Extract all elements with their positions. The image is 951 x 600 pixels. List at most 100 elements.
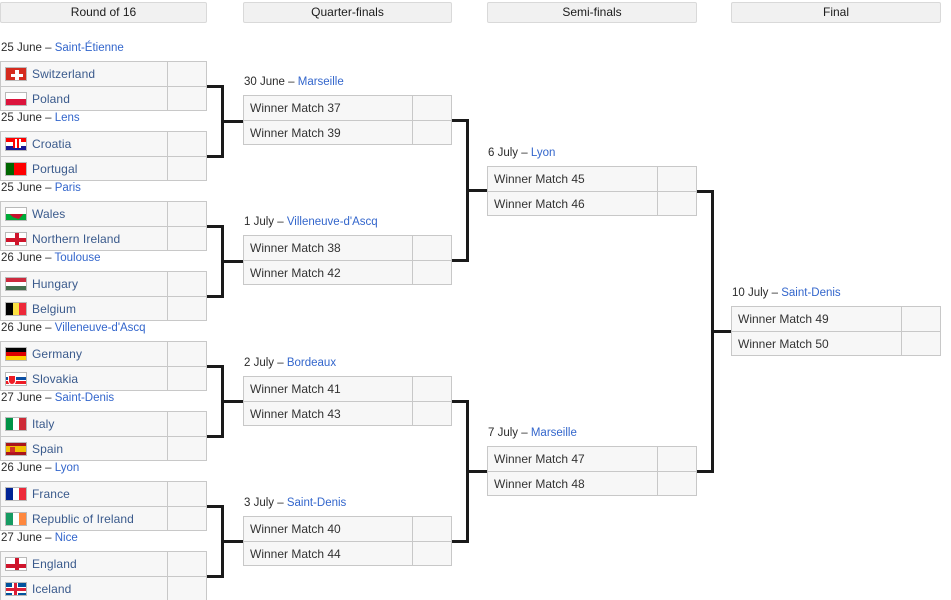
caption-separator: –: [41, 462, 55, 474]
match-venue-link[interactable]: Lyon: [530, 147, 556, 159]
caption-separator: –: [41, 42, 55, 54]
match-venue-link[interactable]: Lyon: [54, 462, 80, 474]
team-cell: Poland: [1, 87, 167, 110]
match-row: Germany: [1, 342, 206, 366]
team-name[interactable]: Republic of Ireland: [32, 511, 134, 526]
match-box-quarter_finals-2: Winner Match 41 Winner Match 43: [243, 376, 452, 426]
team-name[interactable]: Wales: [32, 207, 66, 221]
score-cell: [412, 236, 451, 260]
score-cell: [657, 167, 696, 191]
caption-separator: –: [274, 497, 287, 509]
team-name[interactable]: England: [32, 557, 77, 571]
round-header-3: Final: [731, 2, 941, 23]
match-venue-link[interactable]: Villeneuve-d'Ascq: [54, 322, 146, 334]
match-venue-link[interactable]: Paris: [54, 182, 81, 194]
caption-separator: –: [274, 357, 287, 369]
match-caption-round_of_16-2: 25 June – Paris: [1, 182, 81, 195]
caption-separator: –: [768, 287, 782, 299]
team-name[interactable]: Germany: [32, 347, 83, 361]
team-name[interactable]: Italy: [32, 417, 55, 431]
match-venue-link[interactable]: Saint-Denis: [286, 497, 347, 509]
score-cell: [901, 332, 940, 355]
match-date: 6 July: [488, 147, 519, 159]
r16-to-qf-top-2: [207, 365, 223, 368]
score-cell: [167, 87, 206, 110]
qf-to-sf-top-0: [452, 119, 468, 122]
team-name[interactable]: Northern Ireland: [32, 231, 121, 246]
team-cell: England: [1, 552, 167, 576]
match-row: Winner Match 38: [244, 236, 451, 260]
qf-to-sf-bottom-0: [452, 259, 468, 262]
team-cell: Winner Match 49: [732, 307, 901, 331]
match-venue-link[interactable]: Saint-Denis: [54, 392, 115, 404]
match-date: 3 July: [244, 497, 275, 509]
score-cell: [412, 517, 451, 541]
match-row: Winner Match 46: [488, 191, 696, 215]
match-venue-link[interactable]: Saint-Étienne: [54, 42, 124, 54]
team-cell: Winner Match 41: [244, 377, 412, 401]
team-cell: Republic of Ireland: [1, 507, 167, 530]
team-name[interactable]: Switzerland: [32, 67, 96, 81]
flag-icon: [5, 231, 27, 246]
team-name[interactable]: France: [32, 487, 70, 501]
match-row: Winner Match 50: [732, 331, 940, 355]
team-name: Winner Match 42: [250, 265, 341, 280]
flag-icon: [5, 67, 27, 81]
match-date: 27 June: [1, 532, 42, 544]
r16-to-qf-bottom-1: [207, 295, 223, 298]
match-caption-round_of_16-1: 25 June – Lens: [1, 112, 80, 125]
team-name[interactable]: Hungary: [32, 277, 79, 291]
score-cell: [167, 507, 206, 530]
qf-to-sf-stub-0: [466, 189, 487, 192]
team-name[interactable]: Croatia: [32, 137, 72, 151]
match-venue-link[interactable]: Bordeaux: [286, 357, 337, 369]
match-date: 25 June: [1, 182, 42, 194]
r16-to-qf-stub-2: [221, 400, 243, 403]
score-cell: [167, 297, 206, 320]
r16-to-qf-bottom-2: [207, 435, 223, 438]
team-name[interactable]: Iceland: [32, 581, 72, 596]
caption-separator: –: [41, 182, 55, 194]
flag-icon: [5, 487, 27, 501]
flag-icon: [5, 557, 27, 571]
score-cell: [167, 367, 206, 390]
match-venue-link[interactable]: Marseille: [297, 76, 344, 88]
match-venue-link[interactable]: Saint-Denis: [781, 287, 841, 299]
caption-separator: –: [41, 532, 55, 544]
flag-icon: [5, 91, 27, 106]
match-caption-quarter_finals-0: 30 June – Marseille: [244, 76, 344, 89]
score-cell: [167, 62, 206, 86]
match-row: Winner Match 47: [488, 447, 696, 471]
team-name: Winner Match 43: [250, 406, 341, 421]
match-caption-semi_finals-0: 6 July – Lyon: [488, 147, 555, 160]
team-name[interactable]: Belgium: [32, 301, 77, 316]
match-row: Belgium: [1, 296, 206, 320]
match-caption-round_of_16-4: 26 June – Villeneuve-d'Ascq: [1, 322, 146, 335]
team-name[interactable]: Poland: [32, 91, 70, 106]
qf-to-sf-bottom-1: [452, 540, 468, 543]
team-name: Winner Match 40: [250, 522, 341, 536]
match-venue-link[interactable]: Marseille: [530, 427, 577, 439]
match-row: Winner Match 43: [244, 401, 451, 425]
match-venue-link[interactable]: Nice: [54, 532, 78, 544]
score-cell: [167, 342, 206, 366]
flag-icon: [5, 301, 27, 316]
match-caption-semi_finals-1: 7 July – Marseille: [488, 427, 577, 440]
r16-to-qf-bottom-3: [207, 575, 223, 578]
team-name[interactable]: Slovakia: [32, 371, 79, 386]
match-venue-link[interactable]: Villeneuve-d'Ascq: [286, 216, 378, 228]
team-name[interactable]: Portugal: [32, 161, 78, 176]
flag-icon: [5, 137, 27, 151]
match-venue-link[interactable]: Lens: [54, 112, 80, 124]
match-venue-link[interactable]: Toulouse: [54, 252, 101, 264]
team-cell: Croatia: [1, 132, 167, 156]
team-cell: Winner Match 40: [244, 517, 412, 541]
team-name[interactable]: Spain: [32, 441, 64, 456]
